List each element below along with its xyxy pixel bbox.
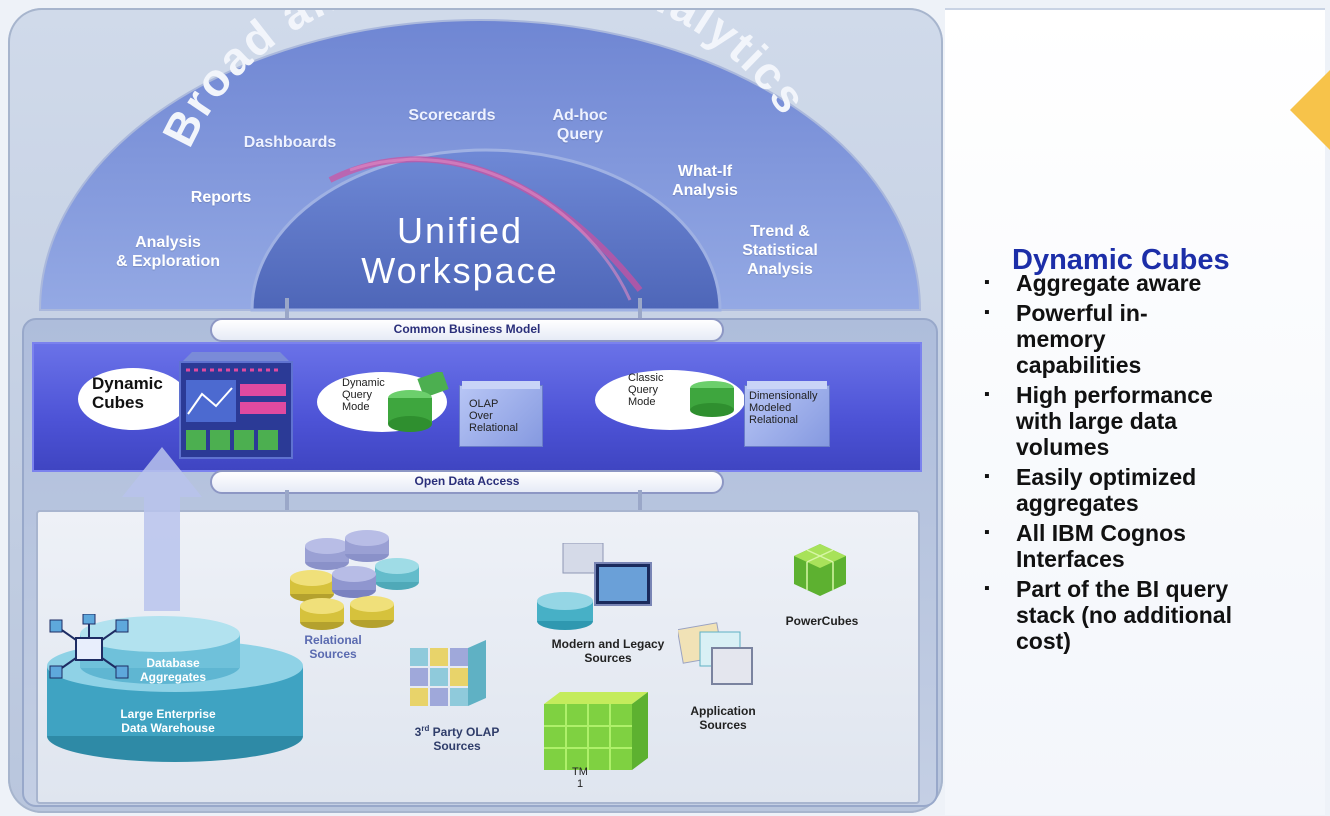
upward-arrow <box>122 447 202 611</box>
corner-arrow-decoration <box>1290 70 1330 150</box>
cqm-database-icon <box>690 381 734 417</box>
feature-item: ▪ All IBM Cognos Interfaces <box>970 520 1320 572</box>
bullet-icon: ▪ <box>984 468 990 485</box>
bullet-icon: ▪ <box>984 386 990 403</box>
connector <box>285 490 289 512</box>
analytics-item-adhoc-query: Ad-hoc Query <box>552 107 608 143</box>
feature-text: Aggregate aware <box>1016 270 1202 296</box>
analytics-arc-graphic: Broad and Powerful Analytics <box>38 10 922 312</box>
olap-cube <box>459 385 543 447</box>
application-sources-label: Application Sources <box>690 704 756 732</box>
connector <box>285 298 289 320</box>
feature-text: High performance with large data volumes <box>1016 382 1213 460</box>
feature-text: Powerful in- memory capabilities <box>1016 300 1148 378</box>
feature-text: All IBM Cognos Interfaces <box>1016 520 1186 572</box>
powercubes-icon <box>794 544 846 596</box>
feature-item: ▪ High performance with large data volume… <box>970 382 1320 460</box>
dmr-label: Dimensionally Modeled Relational <box>749 390 818 426</box>
db-aggregates-label: Database Aggregates <box>139 656 207 684</box>
tm1-cube-icon <box>544 692 648 770</box>
panel-title: Dynamic Cubes <box>1012 244 1230 276</box>
feature-text: Easily optimized aggregates <box>1016 464 1197 516</box>
analytics-item-whatif-analysis: What-If Analysis <box>672 163 738 199</box>
feature-panel <box>945 8 1325 815</box>
analytics-item-reports: Reports <box>190 189 252 206</box>
dqm-label: Dynamic Query Mode <box>342 377 385 413</box>
unified-workspace-label: Unified Workspace <box>340 211 580 291</box>
bullet-icon: ▪ <box>984 524 990 541</box>
feature-item: ▪ Aggregate aware <box>970 270 1320 296</box>
network-icon <box>49 614 129 679</box>
application-sources-icon <box>678 622 753 685</box>
relational-sources-label: Relational Sources <box>304 633 362 661</box>
analytics-item-dashboards: Dashboards <box>243 134 337 151</box>
bullet-icon: ▪ <box>984 274 990 291</box>
bullet-icon: ▪ <box>984 304 990 321</box>
cqm-label: Classic Query Mode <box>628 372 664 408</box>
olap-cube-top <box>462 381 540 389</box>
workspace-line-2: Workspace <box>361 250 559 291</box>
feature-item: ▪ Part of the BI query stack (no addition… <box>970 576 1320 654</box>
warehouse-label: Large Enterprise Data Warehouse <box>120 707 216 735</box>
modern-legacy-label: Modern and Legacy Sources <box>551 637 665 665</box>
analytics-item-scorecards: Scorecards <box>408 107 496 124</box>
feature-item: ▪ Powerful in- memory capabilities <box>970 300 1320 378</box>
powercubes-label: PowerCubes <box>785 614 859 628</box>
relational-db-icon <box>290 530 419 630</box>
dmr-cube-top <box>747 381 827 389</box>
tm1-label: TM 1 <box>572 766 588 790</box>
bullet-icon: ▪ <box>984 580 990 597</box>
feature-list: ▪ Aggregate aware ▪ Powerful in- memory cap… <box>970 270 1320 654</box>
connector <box>638 298 642 320</box>
workspace-line-1: Unified <box>396 210 524 251</box>
open-data-access-bar: Open Data Access <box>210 470 724 494</box>
modern-legacy-icon <box>537 543 652 630</box>
analytics-item-analysis-exploration: Analysis & Exploration <box>115 234 220 270</box>
common-business-model-bar: Common Business Model <box>210 318 724 342</box>
dynamic-cubes-oval <box>78 368 188 430</box>
analytics-item-trend-statistical: Trend & Statistical Analysis <box>742 223 818 278</box>
connector <box>638 490 642 512</box>
feature-item: ▪ Easily optimized aggregates <box>970 464 1320 516</box>
third-party-olap-icon <box>410 640 486 706</box>
feature-text: Part of the BI query stack (no additiona… <box>1016 576 1232 654</box>
third-party-olap-label: 3rd Party OLAP Sources <box>414 724 500 753</box>
olap-label: OLAP Over Relational <box>469 398 518 434</box>
dynamic-cubes-label: Dynamic Cubes <box>92 374 163 412</box>
dqm-database-icon <box>388 372 449 432</box>
server-cube-icon <box>179 352 293 459</box>
